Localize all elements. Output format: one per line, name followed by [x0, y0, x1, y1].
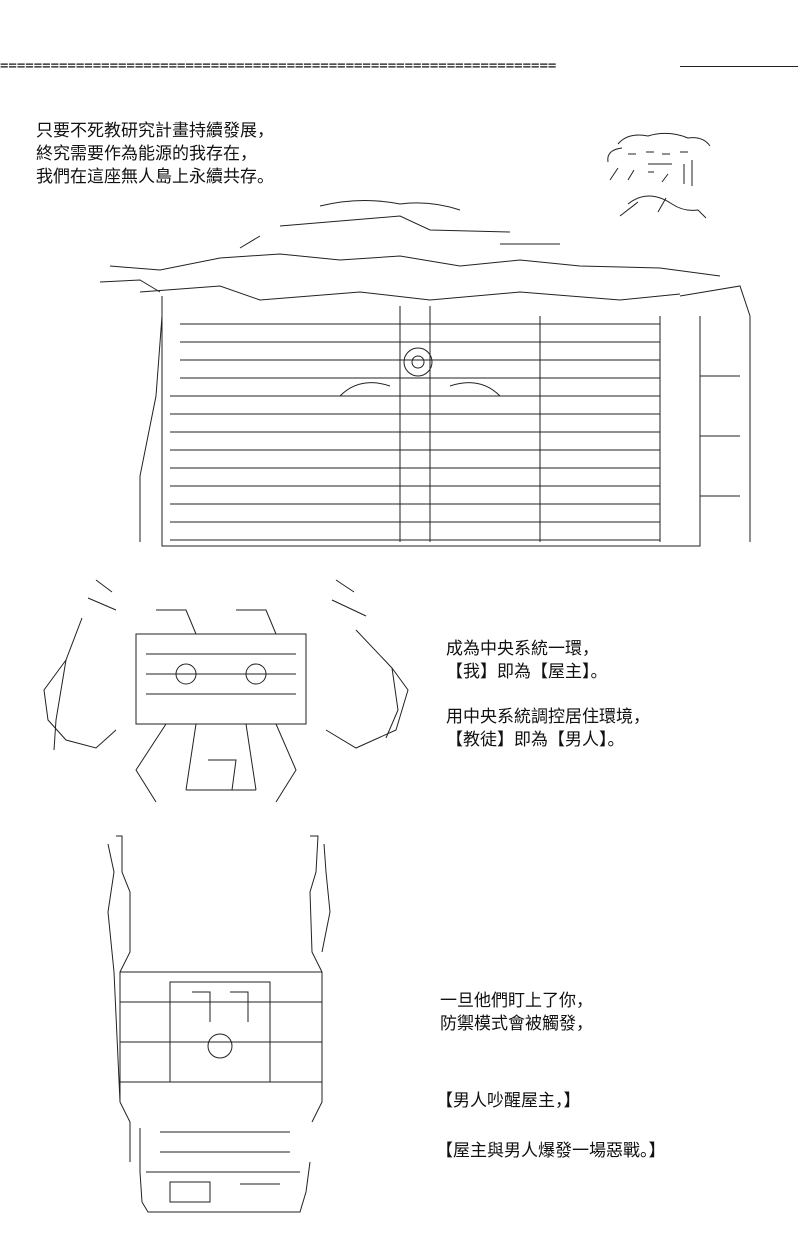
separator-equals: ========================================… [0, 58, 557, 74]
machine-art [36, 570, 416, 810]
panel2-line-4: 【教徒】即為【男人】。 [446, 730, 625, 750]
panel2-line-3: 用中央系統調控居住環境， [446, 707, 650, 727]
panel3-line-4: 【屋主與男人爆發一場惡戰。】 [436, 1141, 666, 1161]
panel3-line-3: 【男人吵醒屋主，】 [436, 1091, 581, 1111]
building-art [100, 196, 760, 556]
panel2-text: 成為中央系統一環， 【我】即為【屋主】。 用中央系統調控居住環境， 【教徒】即為… [446, 638, 650, 752]
panel3-line-1: 一旦他們盯上了你， [440, 991, 593, 1011]
panel3-line-2: 防禦模式會被觸發， [440, 1014, 593, 1034]
panel2-line-1: 成為中央系統一環， [446, 639, 599, 659]
panel1-line-1: 只要不死教研究計畫持續發展， [36, 121, 274, 141]
tower-art [100, 832, 340, 1222]
creature-face-art [588, 124, 728, 224]
top-separator: ========================================… [0, 58, 800, 74]
panel3-text: 一旦他們盯上了你， 防禦模式會被觸發， [440, 990, 593, 1036]
panel3-line-b-block: 【男人吵醒屋主，】 [436, 1090, 581, 1113]
panel2-line-2: 【我】即為【屋主】。 [446, 662, 608, 682]
panel1-line-3: 我們在這座無人島上永續共存。 [36, 167, 274, 187]
panel2-spacer [446, 684, 650, 706]
separator-line [680, 66, 798, 67]
panel1-text: 只要不死教研究計畫持續發展， 終究需要作為能源的我存在， 我們在這座無人島上永續… [36, 120, 274, 189]
panel1-line-2: 終究需要作為能源的我存在， [36, 144, 257, 164]
panel3-line-c-block: 【屋主與男人爆發一場惡戰。】 [436, 1140, 666, 1163]
